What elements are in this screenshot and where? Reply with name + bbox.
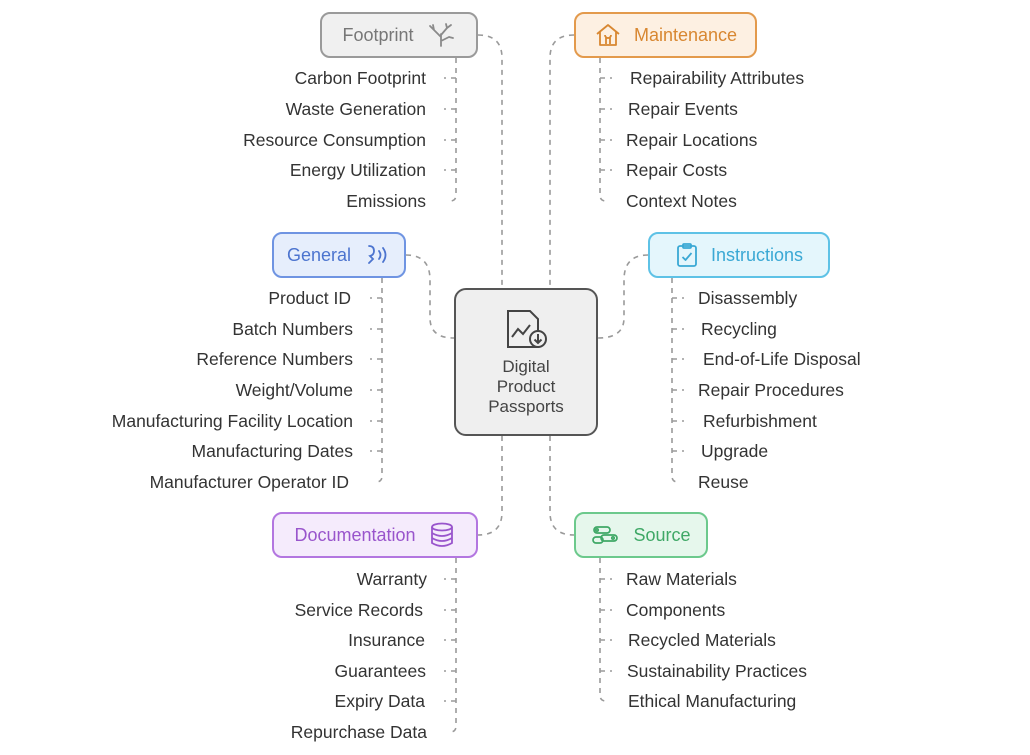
database-icon	[428, 521, 456, 549]
list-item-instructions: Repair Procedures	[698, 380, 844, 400]
connector-documentation	[477, 436, 503, 536]
list-item-source: Sustainability Practices	[627, 661, 807, 681]
list-item-source: Ethical Manufacturing	[628, 691, 797, 711]
list-item-instructions: Recycling	[701, 319, 777, 339]
list-item-documentation: Expiry Data	[334, 691, 425, 711]
list-item-instructions: End-of-Life Disposal	[703, 349, 861, 369]
branch-node-documentation[interactable]: Documentation	[272, 512, 478, 558]
connector-instructions	[597, 254, 649, 339]
list-item-instructions: Upgrade	[701, 441, 769, 461]
branch-node-source[interactable]: Source	[574, 512, 708, 558]
general-rail	[375, 278, 383, 483]
hand-signal-icon	[363, 242, 391, 268]
connector-maintenance	[549, 34, 575, 288]
list-item-instructions: Reuse	[698, 472, 749, 492]
branch-node-general[interactable]: General	[272, 232, 406, 278]
list-item-documentation: Guarantees	[334, 661, 426, 681]
list-item-documentation: Repurchase Data	[290, 722, 427, 742]
branch-node-footprint[interactable]: Footprint	[320, 12, 478, 58]
center-label-line-3: Passports	[488, 397, 564, 416]
list-item-instructions: Refurbishment	[703, 411, 817, 431]
list-item-general: Product ID	[268, 288, 351, 308]
branch-node-maintenance[interactable]: Maintenance	[574, 12, 757, 58]
branch-label-footprint: Footprint	[342, 24, 414, 45]
chart-download-icon	[502, 307, 550, 351]
log-pile-icon	[591, 523, 621, 547]
branch-label-instructions: Instructions	[710, 244, 804, 265]
list-item-general: Manufacturing Facility Location	[111, 411, 353, 431]
list-item-general: Manufacturer Operator ID	[149, 472, 349, 492]
branch-node-instructions[interactable]: Instructions	[648, 232, 830, 278]
list-item-maintenance: Repair Locations	[626, 130, 758, 150]
list-item-footprint: Waste Generation	[285, 99, 426, 119]
center-label-line-2: Product	[496, 377, 556, 396]
list-item-source: Recycled Materials	[628, 630, 776, 650]
tree-icon	[426, 22, 456, 48]
list-item-general: Weight/Volume	[235, 380, 353, 400]
branch-label-general: General	[286, 244, 352, 265]
list-item-documentation: Service Records	[294, 600, 423, 620]
house-wrench-icon	[594, 22, 622, 48]
branch-label-source: Source	[633, 524, 691, 545]
list-item-source: Components	[626, 600, 726, 620]
list-item-general: Batch Numbers	[232, 319, 353, 339]
list-item-footprint: Energy Utilization	[289, 160, 426, 180]
branch-label-maintenance: Maintenance	[633, 24, 738, 45]
list-item-footprint: Emissions	[346, 191, 426, 211]
list-item-maintenance: Repairability Attributes	[630, 68, 805, 88]
list-item-documentation: Insurance	[348, 630, 425, 650]
center-label-line-1: Digital	[502, 357, 550, 376]
connector-source	[549, 436, 575, 536]
clipboard-check-icon	[675, 242, 699, 268]
list-item-source: Raw Materials	[626, 569, 737, 589]
instructions-rail	[671, 278, 679, 483]
list-item-maintenance: Repair Events	[628, 99, 738, 119]
documentation-rail	[449, 558, 457, 733]
branch-label-documentation: Documentation	[294, 524, 416, 545]
connector-footprint	[477, 34, 503, 288]
footprint-rail	[449, 58, 457, 202]
center-node-digital-product-passports[interactable]: Digital Product Passports	[454, 288, 598, 436]
source-rail	[599, 558, 607, 702]
list-item-general: Reference Numbers	[196, 349, 353, 369]
list-item-maintenance: Context Notes	[626, 191, 737, 211]
list-item-documentation: Warranty	[356, 569, 427, 589]
list-item-general: Manufacturing Dates	[191, 441, 353, 461]
maintenance-rail	[599, 58, 607, 202]
list-item-footprint: Carbon Footprint	[294, 68, 426, 88]
list-item-maintenance: Repair Costs	[626, 160, 728, 180]
list-item-footprint: Resource Consumption	[243, 130, 426, 150]
list-item-instructions: Disassembly	[698, 288, 798, 308]
connector-general	[405, 254, 455, 339]
